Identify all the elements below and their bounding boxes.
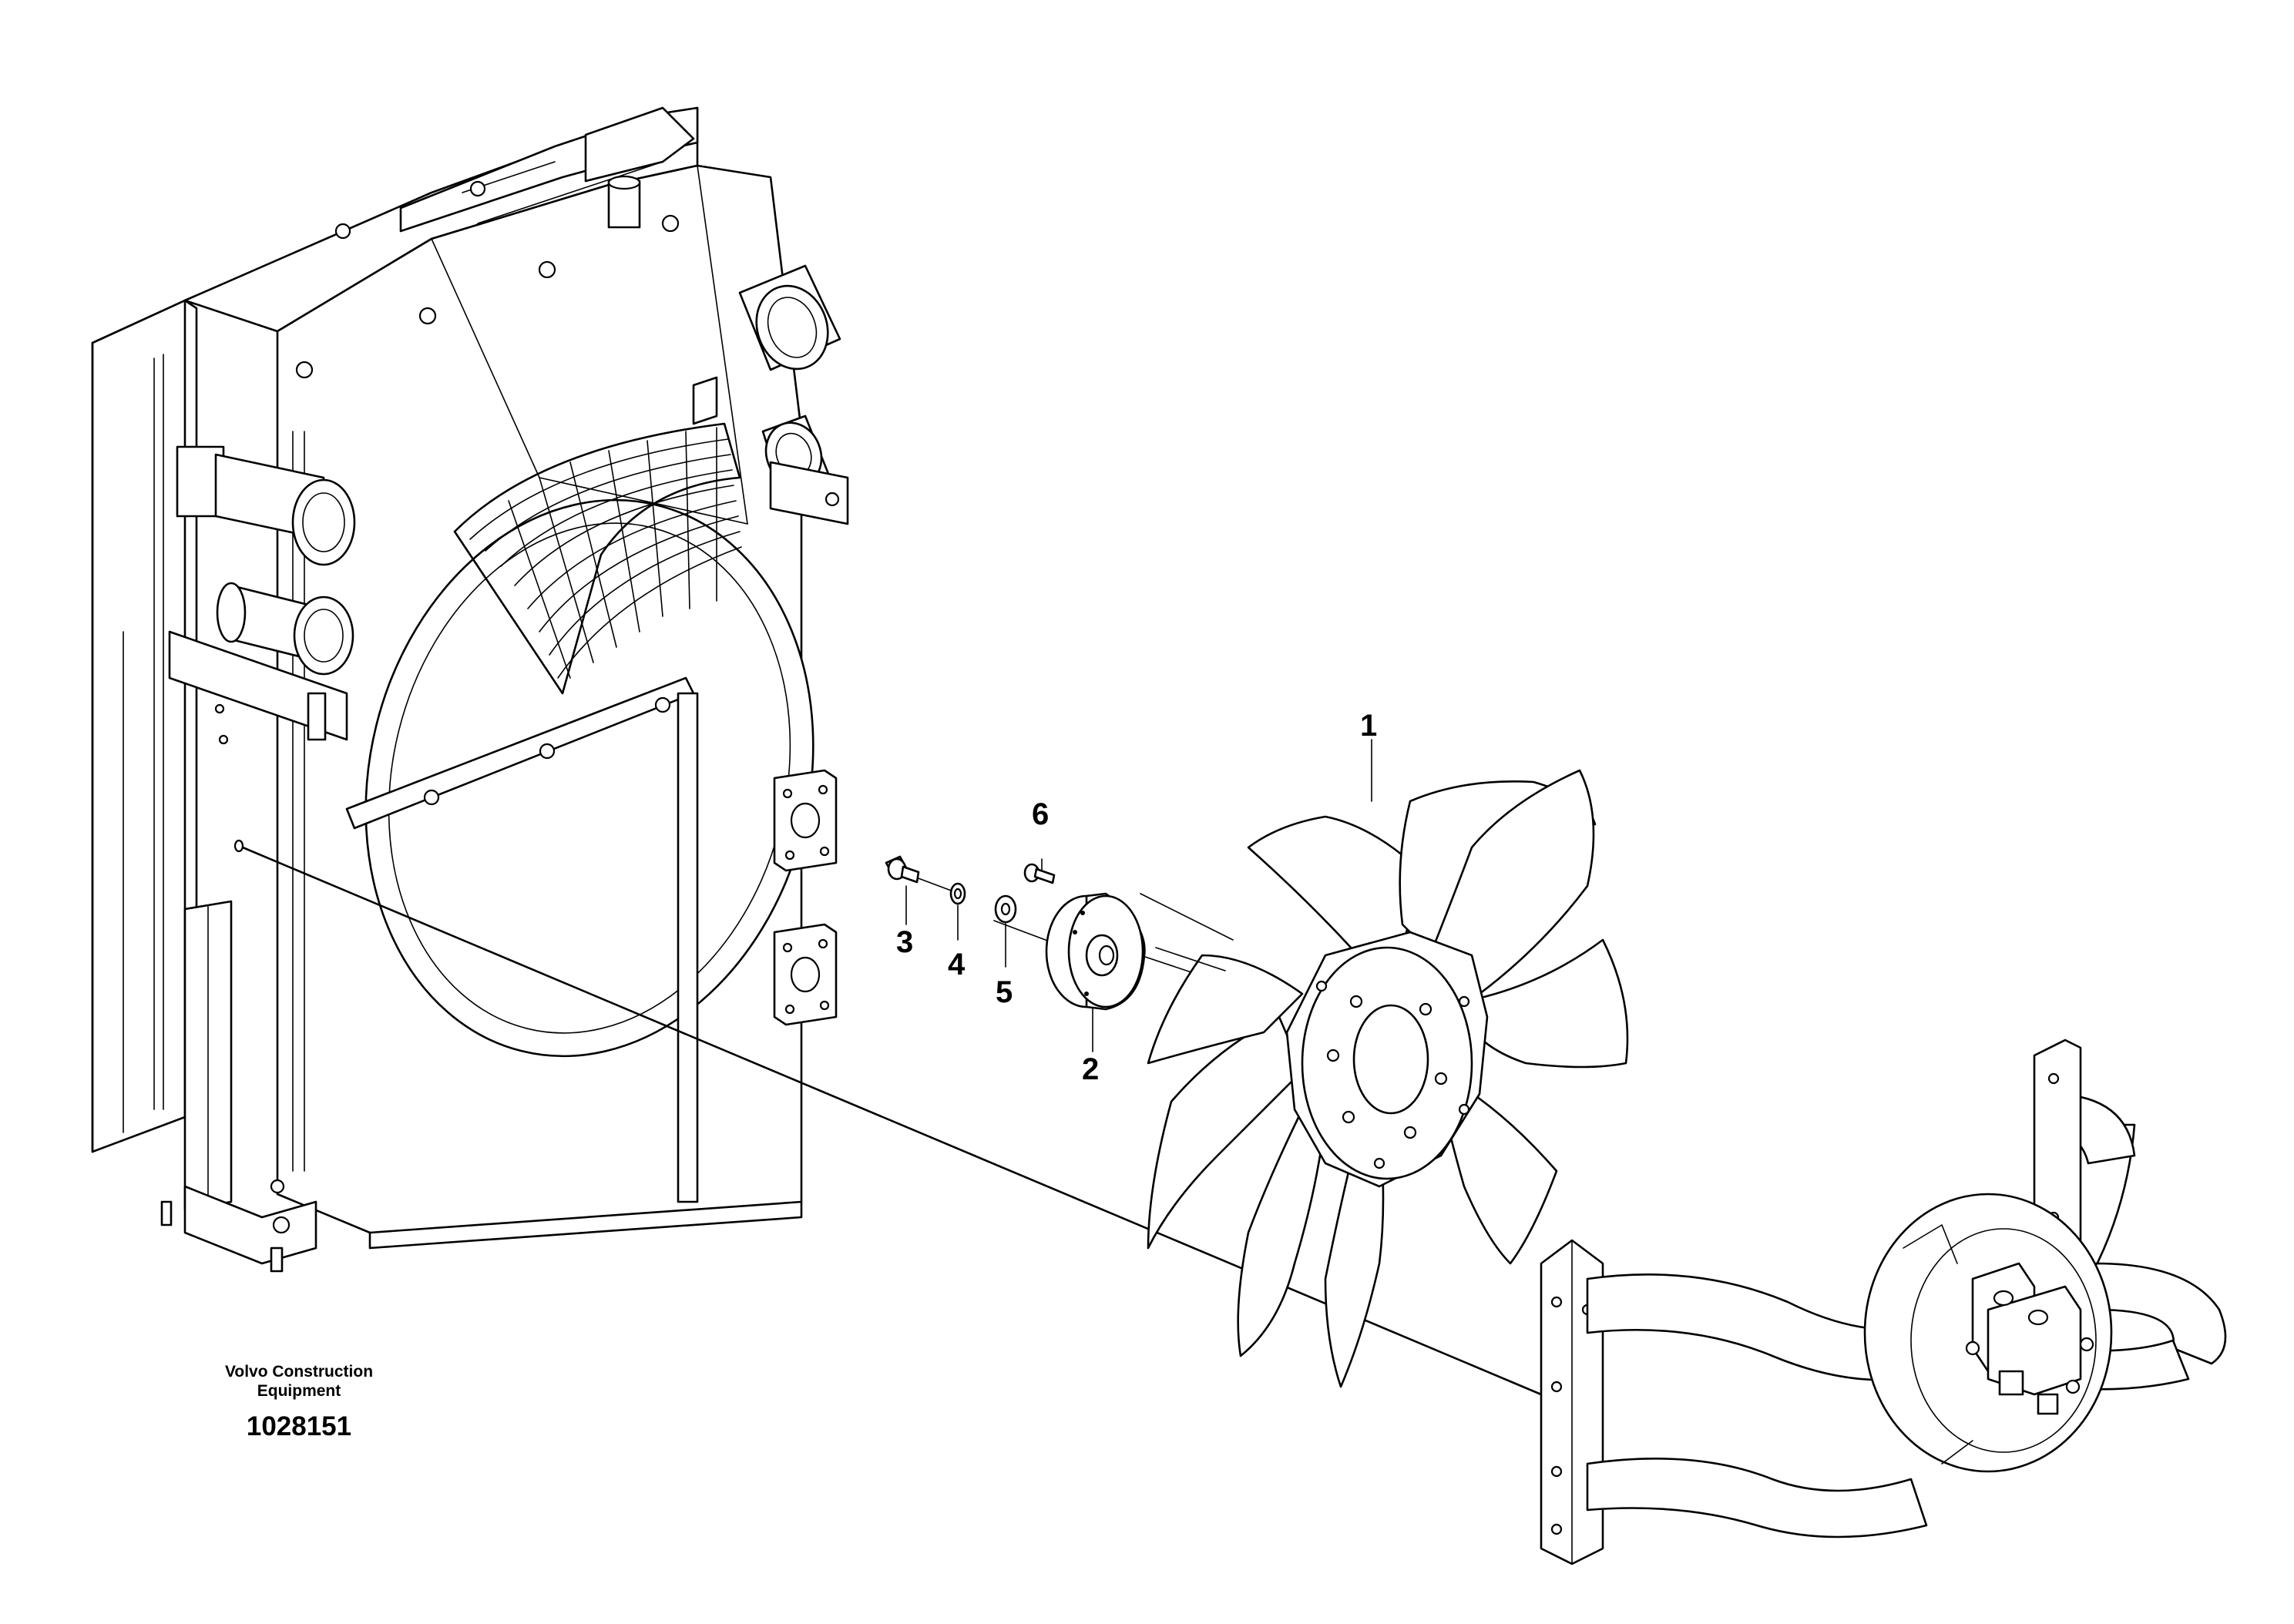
axis-line [1155, 947, 1226, 971]
brand-block: Volvo Construction Equipment 1028151 [207, 1362, 391, 1442]
leader-lines [241, 739, 1543, 1396]
callout-5: 5 [996, 975, 1013, 1009]
fan-guard-grille [453, 422, 742, 695]
screw-part-3 [885, 855, 920, 884]
callout-1: 1 [1360, 709, 1378, 743]
hub-part-2 [1045, 892, 1146, 1011]
lock-washer-part-4 [949, 882, 966, 905]
hydraulic-motor [1965, 1262, 2094, 1415]
callout-3: 3 [896, 925, 914, 959]
callout-2: 2 [1082, 1052, 1100, 1086]
drawing-number: 1028151 [246, 1411, 352, 1441]
screw-part-6 [1023, 863, 1056, 884]
right-mount-plate-lower [773, 923, 838, 1026]
washer-part-5 [994, 894, 1017, 924]
fan-part-1 [1147, 769, 1629, 1388]
fan-motor-bracket [1540, 1038, 2227, 1565]
radiator-assembly [91, 106, 849, 1273]
callout-4: 4 [948, 948, 966, 981]
right-mount-plate-upper [773, 769, 838, 872]
hardware-stack [885, 855, 1146, 1011]
brand-name-line1: Volvo Construction [224, 1363, 374, 1381]
callout-6: 6 [1032, 797, 1050, 831]
brand-name-line2: Equipment [257, 1382, 341, 1400]
